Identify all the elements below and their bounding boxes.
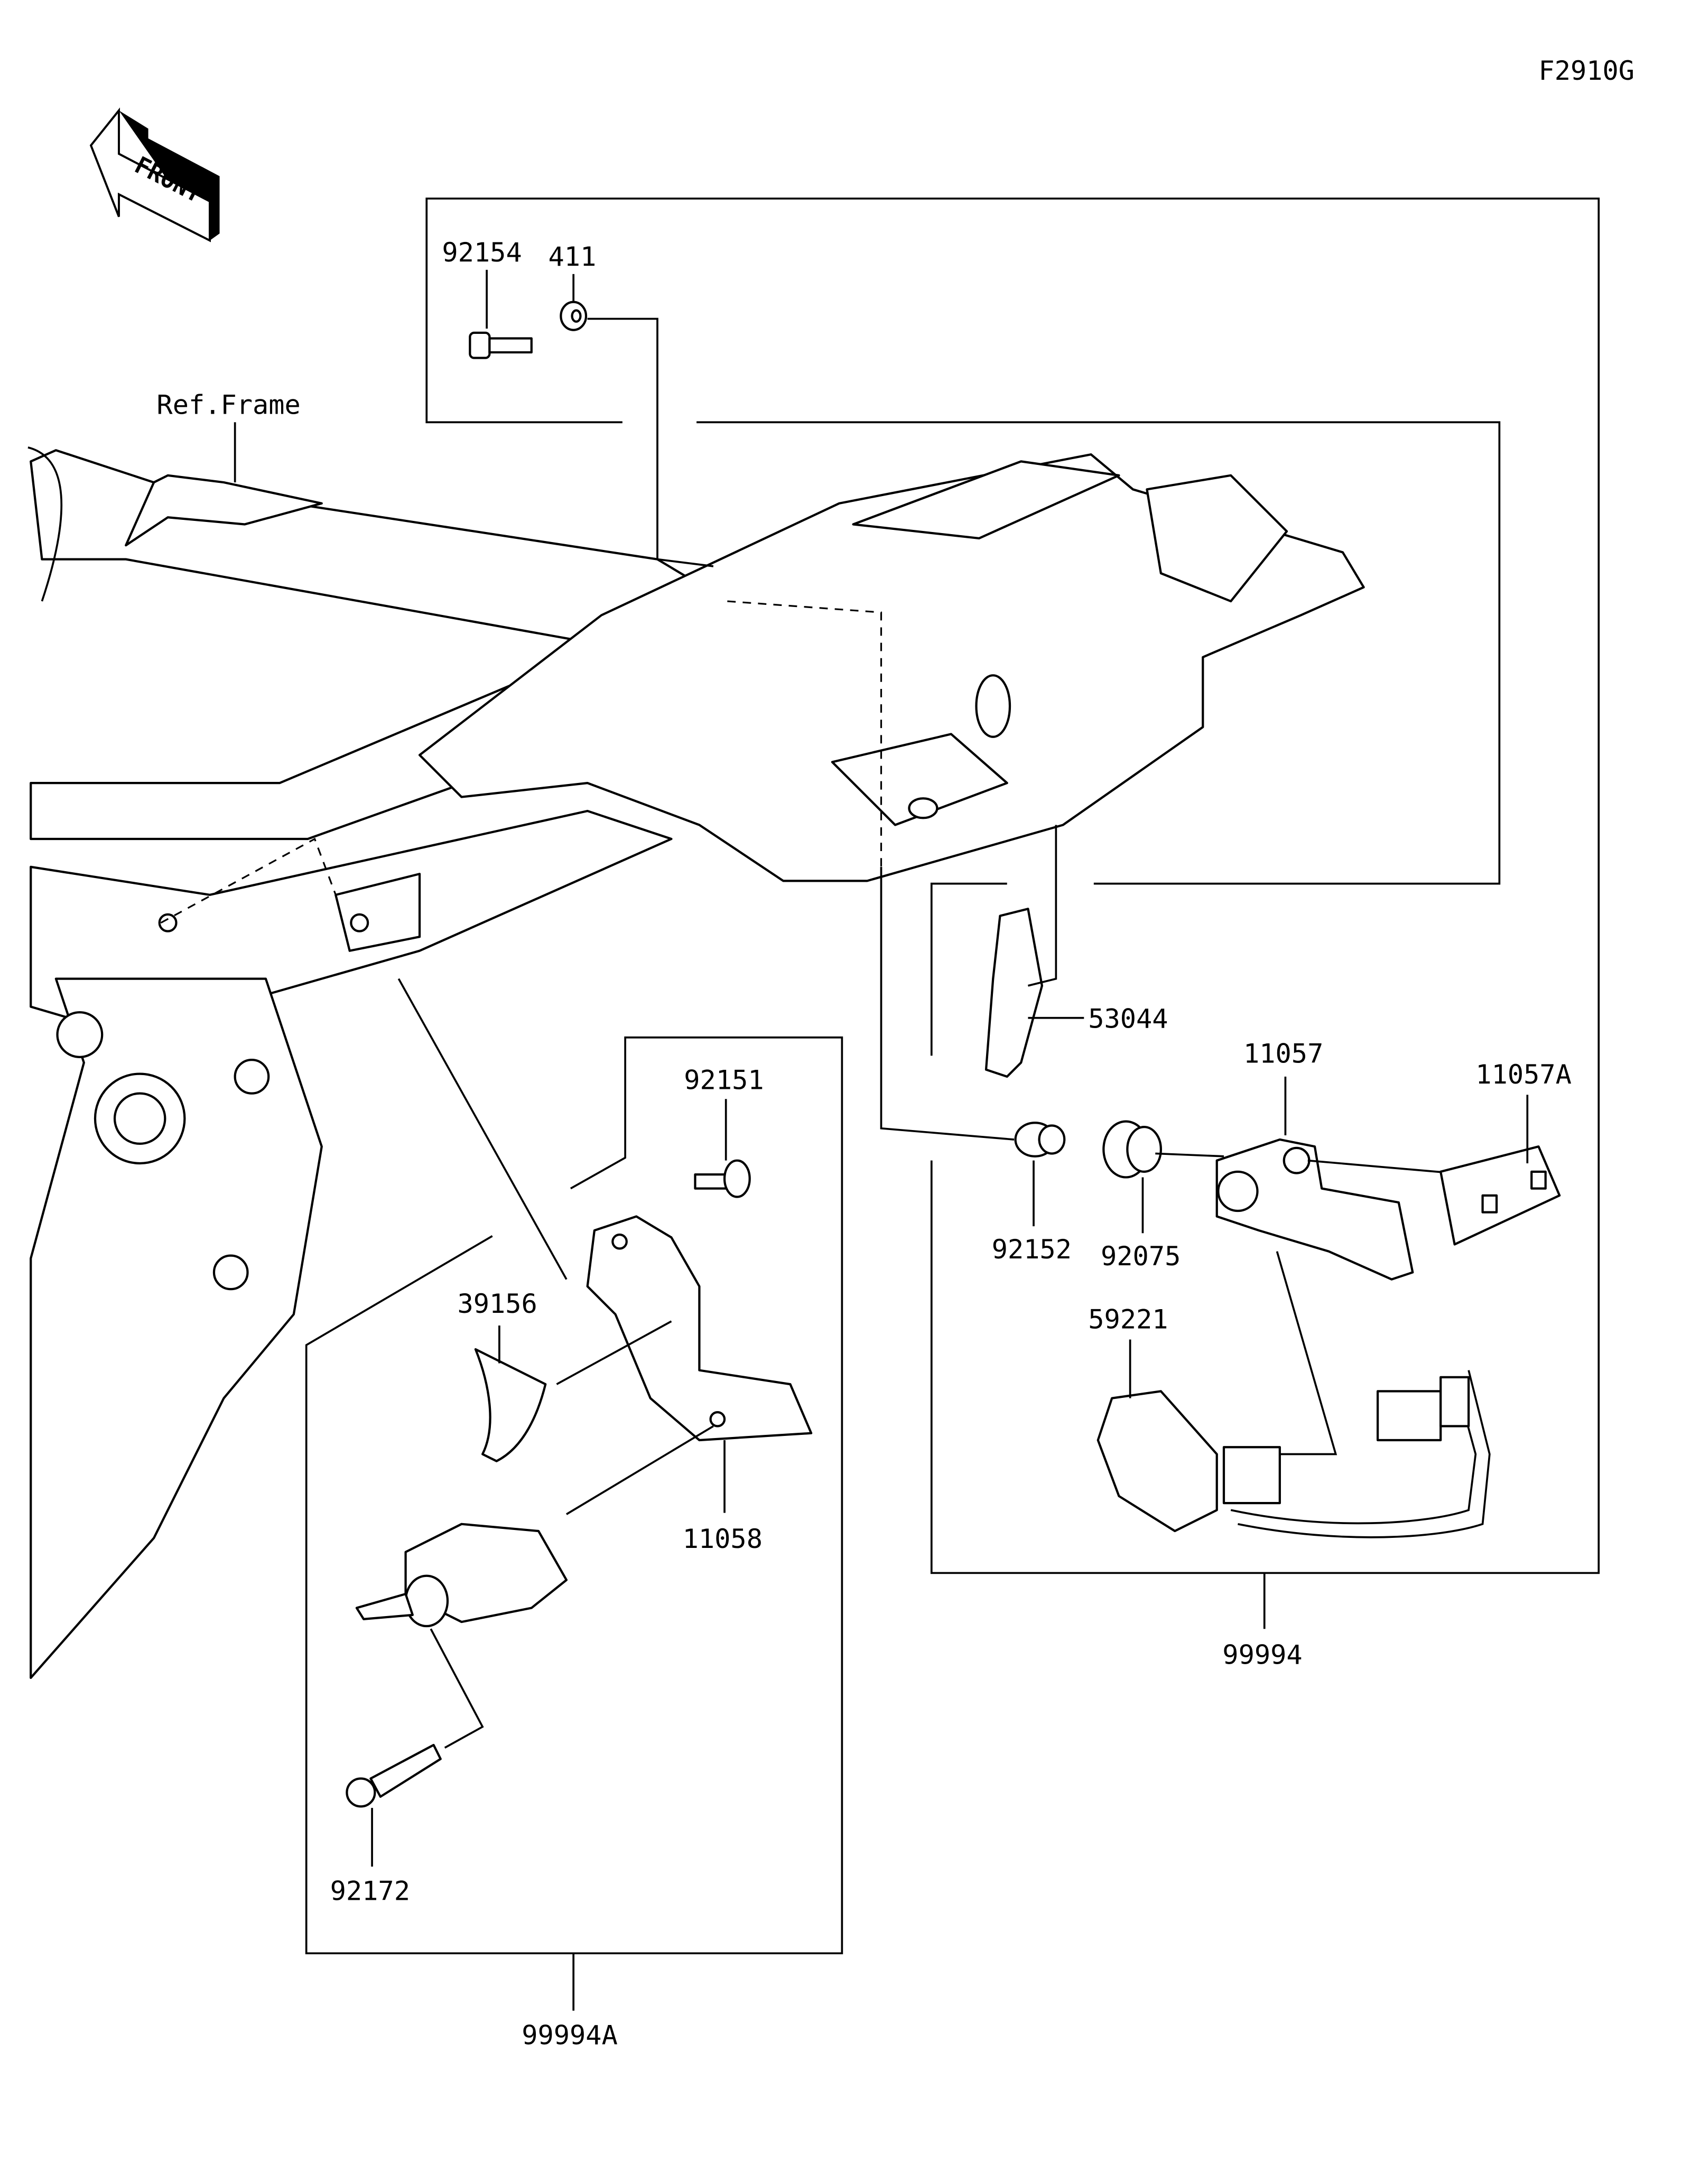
cushion-39156-icon: [474, 1348, 547, 1462]
part-label-11057A[interactable]: 11057A: [1475, 1059, 1572, 1090]
part-label-92151[interactable]: 92151: [684, 1065, 764, 1096]
bolt-92154-icon: [469, 331, 533, 359]
part-label-53044[interactable]: 53044: [1088, 1003, 1168, 1034]
bracket-11057A-icon: [1439, 1145, 1561, 1246]
frame-illustration: [27, 446, 1365, 1679]
bracket-11057-icon: [1215, 1138, 1414, 1281]
plate-11058-icon: [586, 1215, 813, 1442]
diagram-code: F2910G: [1538, 55, 1634, 86]
part-label-59221[interactable]: 59221: [1088, 1303, 1168, 1334]
ref-frame-label: Ref.Frame: [156, 389, 300, 420]
part-label-99994[interactable]: 99994: [1222, 1639, 1302, 1670]
group-box-99994: [425, 197, 1600, 1629]
screw-92151-icon: [694, 1159, 751, 1198]
part-label-11058[interactable]: 11058: [683, 1523, 763, 1554]
washer-411-icon: [560, 301, 588, 331]
part-label-99994A[interactable]: 99994A: [522, 2019, 618, 2050]
part-label-39156[interactable]: 39156: [458, 1288, 537, 1319]
part-label-92172[interactable]: 92172: [330, 1875, 410, 1907]
sidestand-switch-icon: [355, 1523, 568, 1628]
group-box-99994A: [305, 1036, 843, 2011]
part-label-92152[interactable]: 92152: [992, 1234, 1072, 1265]
part-label-92154[interactable]: 92154: [442, 237, 522, 268]
part-label-92075[interactable]: 92075: [1101, 1240, 1181, 1272]
grommet-92075-icon: [1102, 1120, 1162, 1179]
part-label-11057[interactable]: 11057: [1243, 1038, 1323, 1069]
clamp-53044-icon: [984, 908, 1043, 1078]
screw-92172-icon: [346, 1743, 442, 1808]
collar-92152-icon: [1014, 1122, 1066, 1158]
switch-harness-59221-icon: [1097, 1370, 1491, 1538]
part-label-411[interactable]: 411: [549, 241, 597, 272]
front-arrow-icon: FRONT: [89, 107, 220, 242]
